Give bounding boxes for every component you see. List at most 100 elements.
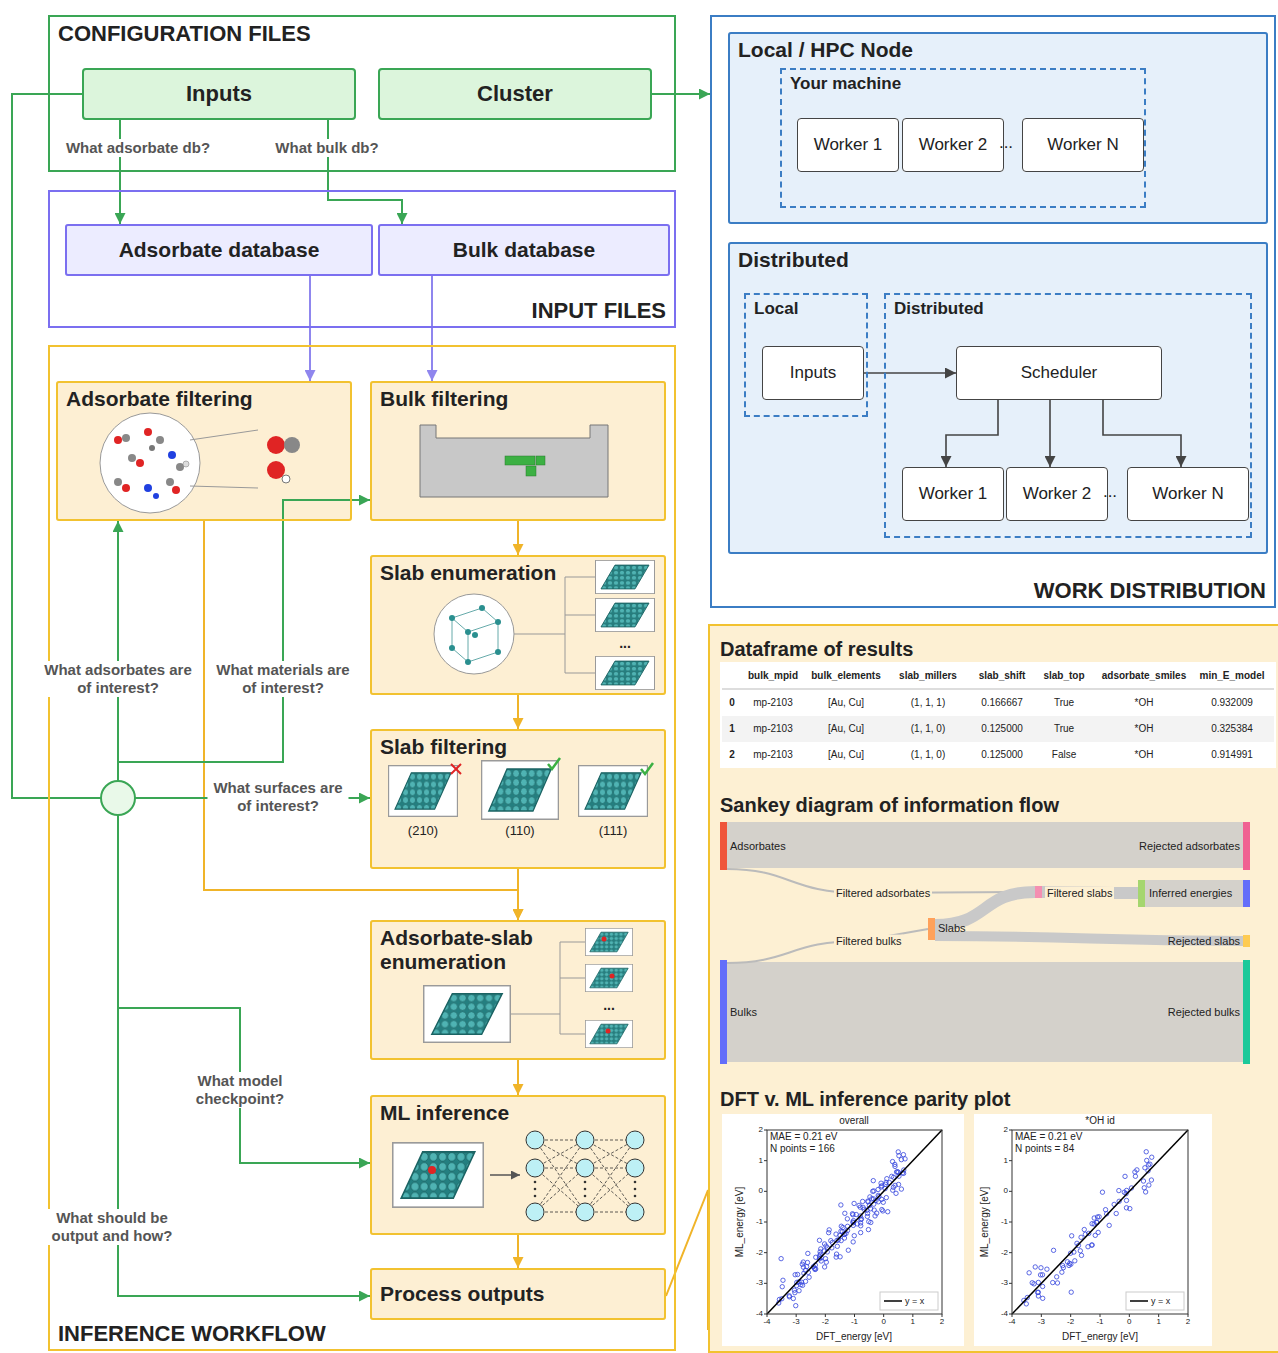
data-point	[879, 1197, 883, 1201]
adsorbate-picture	[122, 484, 130, 492]
node-label: Worker N	[1023, 135, 1143, 155]
adsorbate-picture	[156, 436, 164, 444]
tick-label: -2	[1067, 1317, 1074, 1326]
data-point	[865, 1214, 869, 1218]
adsorbate-slab-picture	[424, 986, 511, 1043]
data-point	[899, 1187, 903, 1191]
data-point	[893, 1183, 897, 1187]
nn-dots	[584, 1195, 587, 1198]
data-point	[1086, 1245, 1090, 1249]
data-point	[794, 1303, 798, 1307]
tick-label: 1	[759, 1156, 763, 1165]
plot-text: N points = 84	[1015, 1143, 1074, 1155]
adsorbate-picture	[267, 436, 285, 454]
adsorbate-picture	[128, 454, 136, 462]
plot-text: DFT_energy [eV]	[816, 1331, 892, 1343]
plot-axes	[764, 1130, 1188, 1317]
node-label: Bulk filtering	[380, 387, 508, 411]
node-label: INFERENCE WORKFLOW	[58, 1321, 326, 1346]
ellipsis: ...	[1103, 482, 1117, 502]
adsorbate-picture	[190, 430, 258, 440]
nn-unit	[576, 1131, 594, 1149]
workflow-step: Adsorbate-slab enumeration	[370, 920, 666, 1060]
data-point	[779, 1256, 783, 1260]
node-label: Adsorbate filtering	[66, 387, 253, 411]
slab-enumeration-picture	[495, 649, 501, 655]
ellipsis: ...	[619, 635, 631, 651]
periodic-table	[420, 425, 608, 497]
adsorbate-picture	[183, 461, 189, 467]
data-point	[1092, 1216, 1096, 1220]
nn-link	[585, 1168, 635, 1212]
slab-filtering-picture	[451, 764, 461, 774]
table-header: slab_millers	[899, 670, 957, 682]
adsorbate-picture	[282, 475, 290, 483]
plot-text: MAE = 0.21 eV	[1015, 1131, 1083, 1143]
data-point	[1032, 1282, 1036, 1286]
box-fill	[902, 118, 1004, 172]
tick-label: -3	[793, 1317, 800, 1326]
node-label: CONFIGURATION FILES	[58, 21, 311, 46]
adsorbate-picture	[100, 413, 300, 513]
node-label: Inputs	[84, 81, 354, 106]
data-point	[852, 1201, 856, 1205]
sankey-chart	[1145, 880, 1243, 907]
dataframe-table	[722, 716, 1274, 742]
worker-box: Worker 2	[1006, 467, 1108, 521]
data-point	[1041, 1296, 1045, 1300]
legend-sample	[1130, 1300, 1148, 1302]
data-point	[859, 1224, 863, 1228]
adsorbate-picture	[122, 434, 130, 442]
plot-text: MAE = 0.21 eV	[770, 1131, 838, 1143]
table-cell: 2	[729, 749, 735, 761]
data-point	[899, 1157, 903, 1161]
tick	[1012, 1314, 1013, 1317]
table-cell: True	[1054, 723, 1074, 735]
data-point	[1141, 1179, 1145, 1183]
connector	[946, 400, 998, 467]
slab-filtering-picture	[389, 758, 653, 819]
data-point	[1123, 1174, 1127, 1178]
box-fill	[370, 1268, 666, 1320]
connector	[12, 94, 370, 798]
dataframe-table	[722, 689, 1274, 690]
slab-enumeration-picture	[472, 632, 478, 638]
tick	[1100, 1314, 1101, 1317]
nn-dots	[534, 1188, 537, 1191]
config-box: Cluster	[378, 68, 652, 120]
data-point	[860, 1199, 864, 1203]
data-point	[1079, 1235, 1083, 1239]
slab-enumeration-picture	[596, 560, 655, 593]
box-fill	[370, 555, 666, 695]
config-box: Inputs	[82, 68, 356, 120]
table-header: slab_shift	[979, 670, 1026, 682]
tick	[764, 1283, 767, 1284]
data-point	[1033, 1265, 1037, 1269]
box-fill	[797, 118, 899, 172]
tick-label: 0	[759, 1187, 763, 1196]
data-point	[851, 1213, 855, 1217]
data-point	[806, 1251, 810, 1255]
database-box: Adsorbate database	[65, 224, 373, 276]
data-point	[1107, 1223, 1111, 1227]
box-fill	[378, 224, 670, 276]
neural-network	[526, 1131, 644, 1221]
tick	[1158, 1314, 1159, 1317]
legend-label: y = x	[1151, 1296, 1170, 1306]
tick-label: -3	[1038, 1317, 1045, 1326]
table-cell: 0.125000	[981, 749, 1023, 761]
tick	[942, 1314, 943, 1317]
node-label: Local / HPC Node	[738, 38, 913, 62]
data-point	[893, 1162, 897, 1166]
node-label: Slab filtering	[380, 735, 507, 759]
miller-index: (111)	[599, 824, 627, 839]
data-point	[901, 1152, 905, 1156]
tick	[1009, 1252, 1012, 1253]
workflow-step: Adsorbate filtering	[56, 381, 352, 521]
table-cell: *OH	[1135, 749, 1154, 761]
adsorbate-picture	[114, 436, 122, 444]
data-point	[891, 1188, 895, 1192]
table-cell: [Au, Cu]	[828, 723, 864, 735]
tick	[1188, 1314, 1189, 1317]
parity-axes	[764, 1130, 942, 1317]
